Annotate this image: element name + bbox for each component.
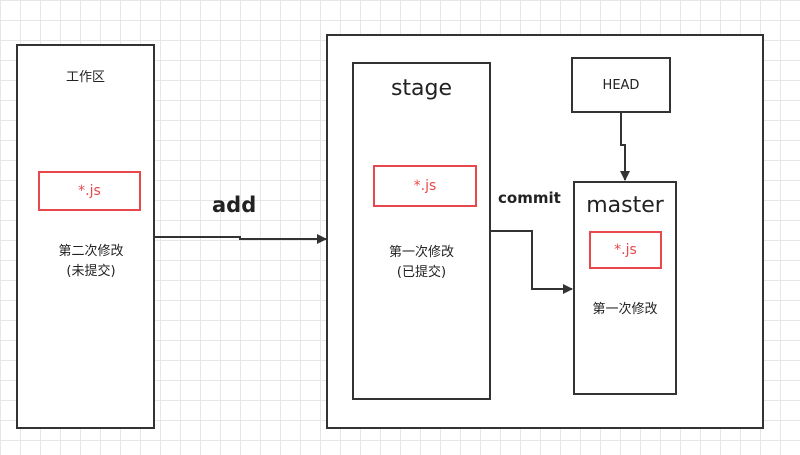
add-arrow	[155, 234, 327, 244]
workspace-desc-line1: 第二次修改	[58, 244, 124, 259]
stage-desc-line1: 第一次修改	[388, 245, 454, 260]
commit-arrow	[491, 230, 573, 294]
master-box	[573, 181, 677, 395]
stage-file: *.js	[373, 165, 477, 207]
master-desc: 第一次修改	[592, 302, 658, 317]
stage-title: stage	[390, 76, 453, 101]
workspace-desc-line2: (未提交)	[66, 264, 116, 279]
stage-box	[352, 62, 491, 400]
add-label: add	[212, 193, 257, 217]
workspace-desc: 第二次修改 (未提交)	[16, 242, 166, 282]
workspace-file: *.js	[38, 171, 141, 211]
master-file: *.js	[589, 231, 662, 269]
head-label: HEAD	[602, 77, 640, 93]
workspace-title: 工作区	[65, 70, 105, 85]
head-box: HEAD	[571, 57, 671, 113]
commit-label: commit	[498, 189, 561, 207]
stage-desc-line2: (已提交)	[396, 265, 447, 280]
stage-desc: 第一次修改 (已提交)	[352, 243, 491, 283]
workspace-box	[16, 44, 155, 429]
head-arrow	[620, 113, 630, 181]
master-title: master	[586, 193, 664, 218]
